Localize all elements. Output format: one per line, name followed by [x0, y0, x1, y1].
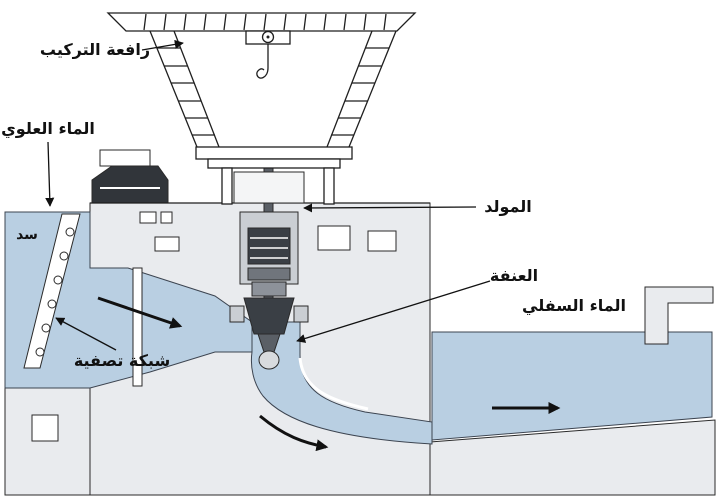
leader-generator: [303, 203, 477, 213]
leader-screen: [55, 317, 117, 351]
label-screen: شبكة تصفية: [74, 351, 170, 370]
generator-lower-ring: [247, 267, 291, 281]
trash-rack: [23, 213, 81, 369]
truss-rungs-right: [331, 47, 389, 136]
draft-tube-water: [250, 321, 433, 445]
truss-rail: [326, 30, 373, 148]
building-window: [139, 211, 157, 224]
truss-rail: [149, 30, 198, 148]
stay-vane-right: [293, 305, 309, 323]
truss-rungs-left: [157, 47, 215, 136]
screen-element: [59, 251, 69, 261]
crane-leg-left: [221, 167, 233, 205]
runner-nose: [258, 350, 280, 370]
building-window: [154, 236, 180, 252]
leader-turbine: [296, 280, 491, 343]
building-details: [31, 149, 430, 442]
pulley-icon: [261, 30, 275, 44]
hoist-cabin: [99, 149, 151, 167]
label-crane: رافعة التركيب: [40, 40, 150, 59]
building-window: [317, 225, 351, 251]
tailwater: [431, 331, 713, 441]
label-generator: المولد: [484, 197, 532, 216]
generator-turbine-unit: [229, 165, 309, 370]
intake-gate-slot: [132, 267, 143, 387]
screen-element: [41, 323, 51, 333]
building-window: [160, 211, 173, 224]
flow-arrows: [97, 296, 561, 452]
leader-crane: [141, 39, 184, 51]
truss-rail: [348, 30, 397, 148]
building-window: [367, 230, 397, 252]
crane-lower-beam: [195, 146, 353, 160]
stay-vane-left: [229, 305, 245, 323]
hook-icon: [256, 44, 269, 79]
label-lower-water: الماء السفلي: [522, 296, 626, 316]
label-upper-water: الماء العلوي: [1, 119, 95, 139]
screen-element: [47, 299, 57, 309]
gantry-crane: [106, 12, 417, 205]
screen-element: [65, 227, 75, 237]
truss-rail: [173, 30, 220, 148]
foundation-gallery: [31, 414, 59, 442]
labels: رافعة التركيب الماء العلوي سد شبكة تصفية…: [1, 40, 626, 370]
crane-girder: [106, 12, 417, 32]
flow-arrow-intake: [97, 296, 183, 329]
screen-element: [35, 347, 45, 357]
exciter-housing: [233, 171, 305, 204]
screen-element: [53, 275, 63, 285]
tailrace-gate-block: [644, 286, 714, 345]
intake-gate-hoist: [91, 165, 169, 204]
turbine-bearing-cover: [251, 281, 287, 297]
pulley-axle: [266, 35, 270, 39]
crane-leg-right: [323, 167, 335, 205]
flow-arrow-draft-tube: [259, 414, 329, 452]
crane-rail-beam: [207, 158, 341, 169]
turbine-runner: [243, 297, 295, 335]
draft-tube-inner-wall: [298, 357, 369, 411]
girder-ribs: [143, 13, 387, 31]
tailrace-floor: [429, 419, 716, 496]
label-dam: سد: [16, 227, 38, 243]
leader-lines: [45, 39, 491, 351]
label-turbine: العنفة: [490, 266, 538, 285]
leader-upper-water: [45, 141, 55, 207]
